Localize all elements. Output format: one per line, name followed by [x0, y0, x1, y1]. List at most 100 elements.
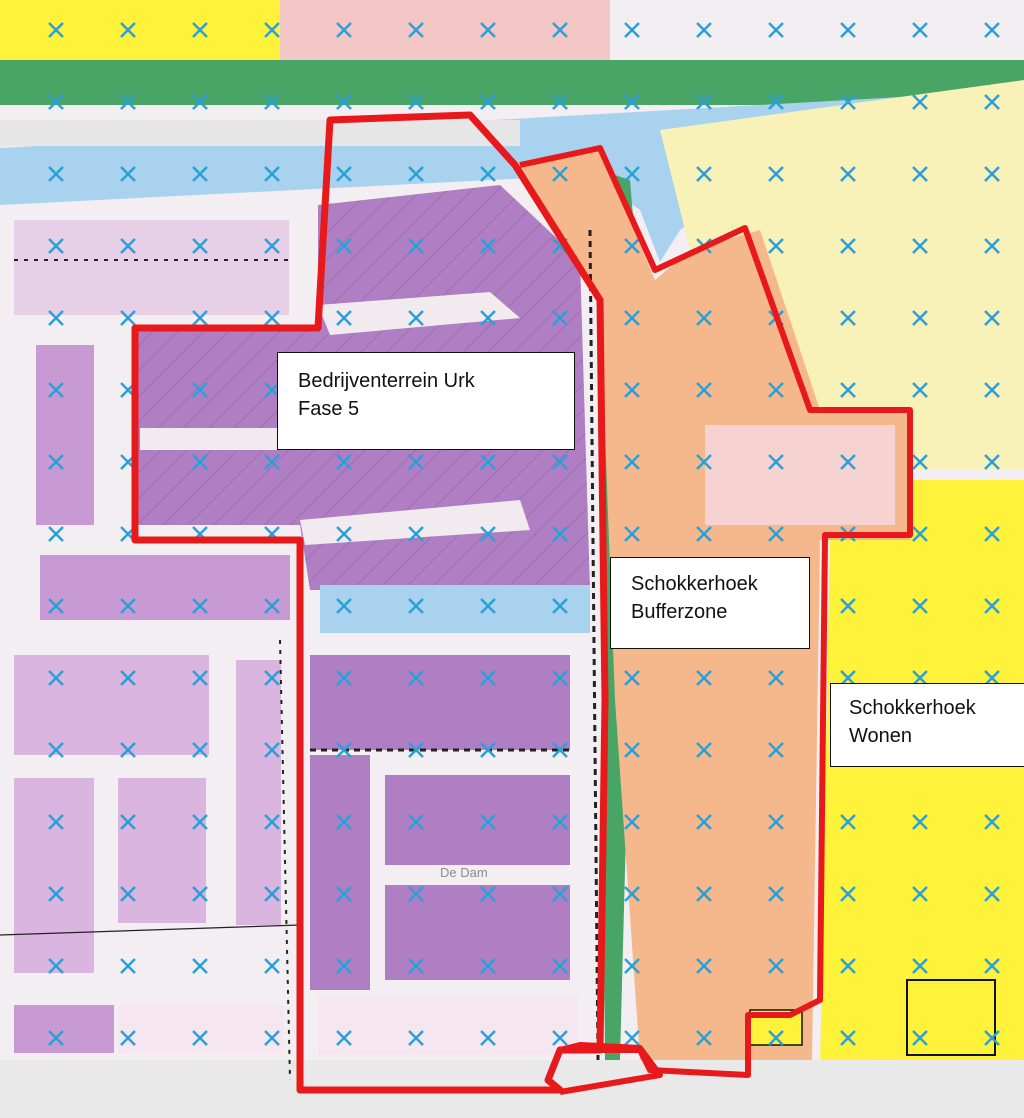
- business-parcel: [14, 220, 289, 315]
- cross-marker: [984, 814, 1000, 830]
- cross-marker: [624, 742, 640, 758]
- cross-marker: [696, 886, 712, 902]
- cross-marker: [336, 22, 352, 38]
- cross-marker: [840, 454, 856, 470]
- south-boundary: [559, 1042, 663, 1095]
- cross-marker: [408, 670, 424, 686]
- inner-road: [140, 428, 300, 450]
- cross-marker: [336, 886, 352, 902]
- cross-marker: [264, 22, 280, 38]
- cross-marker: [912, 670, 928, 686]
- cross-marker: [984, 1030, 1000, 1046]
- cross-marker: [408, 454, 424, 470]
- label-line: Wonen: [849, 725, 913, 747]
- road-strip: [0, 120, 520, 146]
- cross-marker: [624, 886, 640, 902]
- cross-marker: [840, 886, 856, 902]
- cross-marker: [624, 526, 640, 542]
- cross-marker: [120, 310, 136, 326]
- cross-marker: [336, 1030, 352, 1046]
- cross-marker: [696, 310, 712, 326]
- cross-marker: [624, 454, 640, 470]
- dashed-boundary-line: [279, 639, 291, 1081]
- cross-marker: [624, 958, 640, 974]
- cross-marker: [120, 814, 136, 830]
- cross-marker: [768, 22, 784, 38]
- cross-marker: [48, 670, 64, 686]
- cross-marker: [120, 94, 136, 110]
- cross-marker: [984, 166, 1000, 182]
- cross-marker: [984, 598, 1000, 614]
- cross-marker: [912, 1030, 928, 1046]
- residential-north-east: [660, 80, 1024, 470]
- cross-marker: [120, 598, 136, 614]
- cross-marker: [48, 94, 64, 110]
- cross-marker: [696, 526, 712, 542]
- cross-marker: [912, 958, 928, 974]
- cross-marker: [912, 238, 928, 254]
- cross-marker: [480, 598, 496, 614]
- cross-marker: [264, 958, 280, 974]
- cross-marker: [264, 670, 280, 686]
- cross-marker: [624, 166, 640, 182]
- cross-marker: [192, 814, 208, 830]
- cross-marker: [480, 958, 496, 974]
- cross-marker: [192, 94, 208, 110]
- wonen-small-block: [906, 979, 996, 1056]
- label-line: Schokkerhoek: [631, 573, 758, 595]
- cross-marker: [768, 382, 784, 398]
- cross-marker: [192, 238, 208, 254]
- cross-marker: [768, 1030, 784, 1046]
- cross-marker: [480, 814, 496, 830]
- cross-marker: [408, 742, 424, 758]
- water-strip: [320, 585, 590, 633]
- cross-marker: [912, 526, 928, 542]
- cross-marker: [480, 310, 496, 326]
- cross-marker: [48, 1030, 64, 1046]
- business-parcel: [40, 555, 290, 620]
- wonen-zone: [820, 480, 1024, 1118]
- cross-marker: [120, 886, 136, 902]
- cross-marker: [768, 814, 784, 830]
- cross-marker: [264, 1030, 280, 1046]
- business-parcel: [14, 778, 94, 973]
- fase5-boundary: [131, 111, 609, 1094]
- cross-marker: [48, 310, 64, 326]
- cross-marker: [984, 454, 1000, 470]
- residential-north-mid: [280, 0, 610, 60]
- cross-marker: [480, 94, 496, 110]
- cross-marker: [120, 166, 136, 182]
- cross-marker: [48, 814, 64, 830]
- label-line: Bedrijventerrein Urk: [298, 370, 475, 392]
- label-line: Schokkerhoek: [849, 697, 976, 719]
- cross-marker: [408, 238, 424, 254]
- cross-marker: [192, 958, 208, 974]
- cross-marker: [840, 670, 856, 686]
- cross-marker: [336, 238, 352, 254]
- cross-marker: [336, 94, 352, 110]
- cross-marker: [552, 670, 568, 686]
- cross-marker: [192, 742, 208, 758]
- cross-marker: [192, 670, 208, 686]
- cross-marker: [264, 598, 280, 614]
- cross-marker: [696, 166, 712, 182]
- cross-marker: [480, 1030, 496, 1046]
- cross-marker: [336, 670, 352, 686]
- business-block: [310, 755, 370, 990]
- cross-marker: [192, 310, 208, 326]
- cross-marker: [264, 814, 280, 830]
- business-block: [385, 775, 570, 865]
- cross-marker: [192, 598, 208, 614]
- label-schokkerhoek-wonen: Schokkerhoek Wonen: [830, 683, 1024, 767]
- buffer-pink-block: [705, 425, 895, 525]
- cross-marker: [984, 382, 1000, 398]
- business-parcel: [14, 655, 209, 755]
- cross-marker: [912, 310, 928, 326]
- business-parcel: [118, 778, 206, 923]
- cross-marker: [408, 166, 424, 182]
- cross-marker: [768, 670, 784, 686]
- cross-marker: [480, 22, 496, 38]
- cross-marker: [120, 238, 136, 254]
- cross-marker: [840, 94, 856, 110]
- cross-marker: [696, 742, 712, 758]
